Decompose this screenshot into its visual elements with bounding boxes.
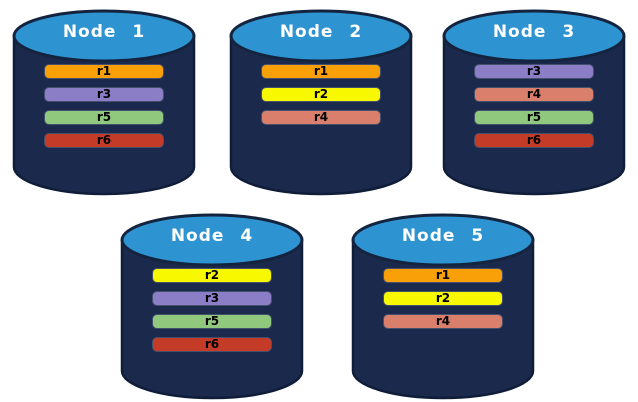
replica-list: r2 r3 r5 r6 — [153, 269, 271, 361]
replica-bar: r2 — [384, 292, 502, 305]
replica-bar: r1 — [384, 269, 502, 282]
cylinder-top — [442, 9, 626, 63]
replica-bar: r5 — [45, 111, 163, 124]
node-1: Node 1 r1 r3 r5 r6 — [10, 7, 198, 197]
replica-bar: r1 — [45, 65, 163, 78]
replica-bar: r4 — [475, 88, 593, 101]
node-title: Node 2 — [279, 22, 363, 42]
replica-bar: r4 — [262, 111, 380, 124]
node-3: Node 3 r3 r4 r5 r6 — [440, 7, 628, 197]
node-2: Node 2 r1 r2 r4 — [227, 7, 415, 197]
cylinder-top — [229, 9, 413, 63]
cylinder-top — [120, 213, 304, 267]
replica-bar: r2 — [153, 269, 271, 282]
replica-bar: r5 — [153, 315, 271, 328]
replica-list: r3 r4 r5 r6 — [475, 65, 593, 157]
replica-bar: r2 — [262, 88, 380, 101]
replica-bar: r3 — [153, 292, 271, 305]
node-title: Node 1 — [62, 22, 146, 42]
node-title: Node 4 — [170, 226, 254, 246]
replica-bar: r6 — [45, 134, 163, 147]
cylinder-top — [351, 213, 535, 267]
replica-bar: r3 — [45, 88, 163, 101]
replica-bar: r6 — [475, 134, 593, 147]
replica-list: r1 r2 r4 — [262, 65, 380, 134]
node-title: Node 3 — [492, 22, 576, 42]
replica-list: r1 r3 r5 r6 — [45, 65, 163, 157]
replica-bar: r3 — [475, 65, 593, 78]
node-4: Node 4 r2 r3 r5 r6 — [118, 211, 306, 401]
replica-bar: r5 — [475, 111, 593, 124]
cylinder-top — [12, 9, 196, 63]
node-title: Node 5 — [401, 226, 485, 246]
replica-bar: r1 — [262, 65, 380, 78]
replica-list: r1 r2 r4 — [384, 269, 502, 338]
replica-bar: r4 — [384, 315, 502, 328]
node-5: Node 5 r1 r2 r4 — [349, 211, 537, 401]
replica-bar: r6 — [153, 338, 271, 351]
